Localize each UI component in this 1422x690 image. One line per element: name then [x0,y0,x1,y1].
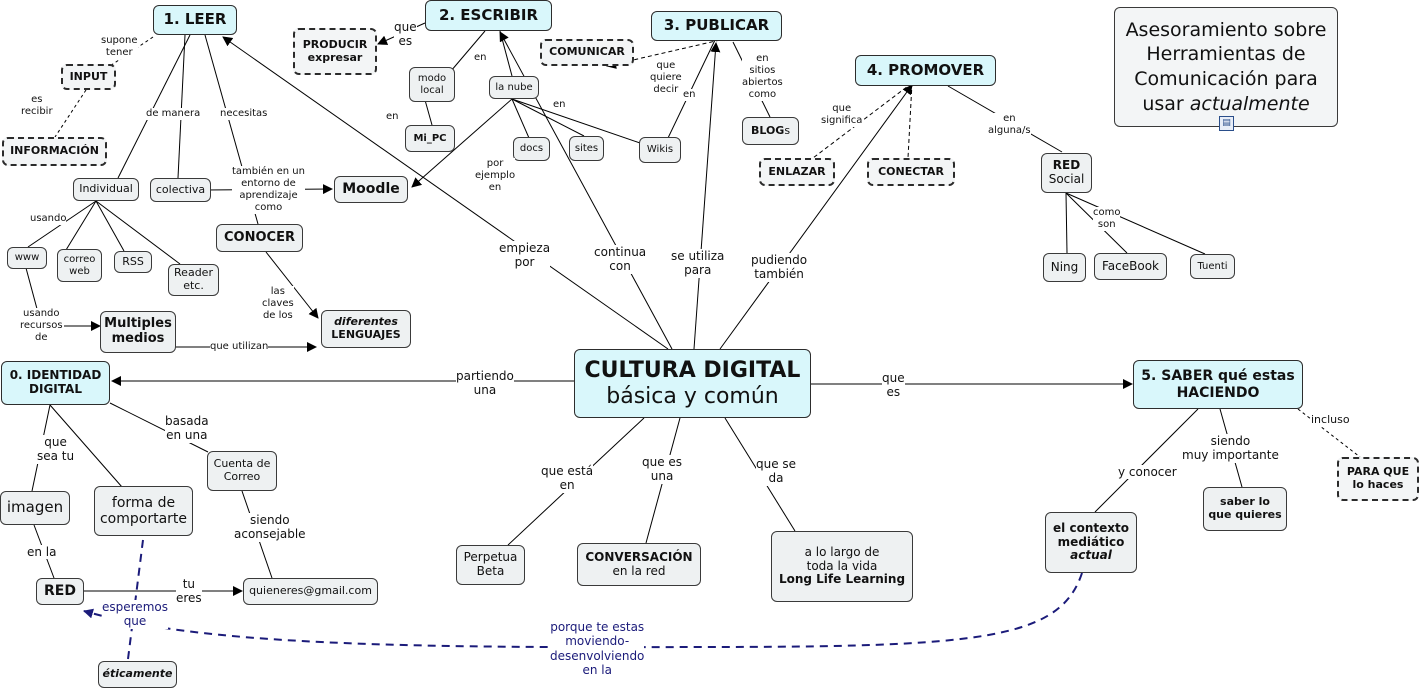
label-y-conocer: y conocer [1118,465,1177,480]
node-promover: 4. PROMOVER [855,55,996,86]
label-en-la: en la [27,545,57,560]
label-en: en [386,111,399,123]
label-de-manera: de manera [146,108,201,120]
node-escribir: 2. ESCRIBIR [425,0,552,31]
label-en: en [683,89,696,101]
node-facebook: FaceBook [1094,253,1167,280]
node-rss: RSS [114,251,152,273]
node-docs: docs [513,137,550,161]
node-leer: 1. LEER [153,5,237,35]
node-www: www [7,247,47,269]
label-necesitas: necesitas [220,108,268,120]
node-conectar: CONECTAR [867,158,955,186]
node-title-box: Asesoramiento sobre Herramientas de Comu… [1114,7,1338,131]
node-la-nube: la nube [489,76,539,99]
node-mi-pc: Mi_PC [405,125,455,152]
node-email: quieneres@gmail.com [243,578,378,605]
label-en: en [474,52,487,64]
node-moodle: Moodle [334,176,408,203]
note-icon[interactable]: ▤ [1219,116,1234,131]
label-que-utilizan: que utilizan [210,341,269,353]
label-en: en [553,99,566,111]
node-informacion: INFORMACIÓN [2,137,107,166]
label-incluso: incluso [1311,413,1350,427]
node-imagen: imagen [0,491,70,525]
node-sites: sites [569,136,604,161]
node-eticamente: éticamente [98,661,177,688]
node-comunicar: COMUNICAR [540,39,634,66]
node-conocer: CONOCER [216,224,303,252]
node-blogs: BLOGs [742,117,799,145]
node-input: INPUT [61,64,116,90]
node-ning: Ning [1043,253,1086,282]
node-tuenti: Tuenti [1190,254,1235,279]
node-red: RED [36,578,84,605]
node-publicar: 3. PUBLICAR [651,11,782,41]
node-individual: Individual [73,178,139,201]
node-colectiva: colectiva [150,178,211,202]
node-enlazar: ENLAZAR [759,158,835,186]
node-wikis: Wikis [639,137,681,163]
label-usando: usando [30,213,67,225]
